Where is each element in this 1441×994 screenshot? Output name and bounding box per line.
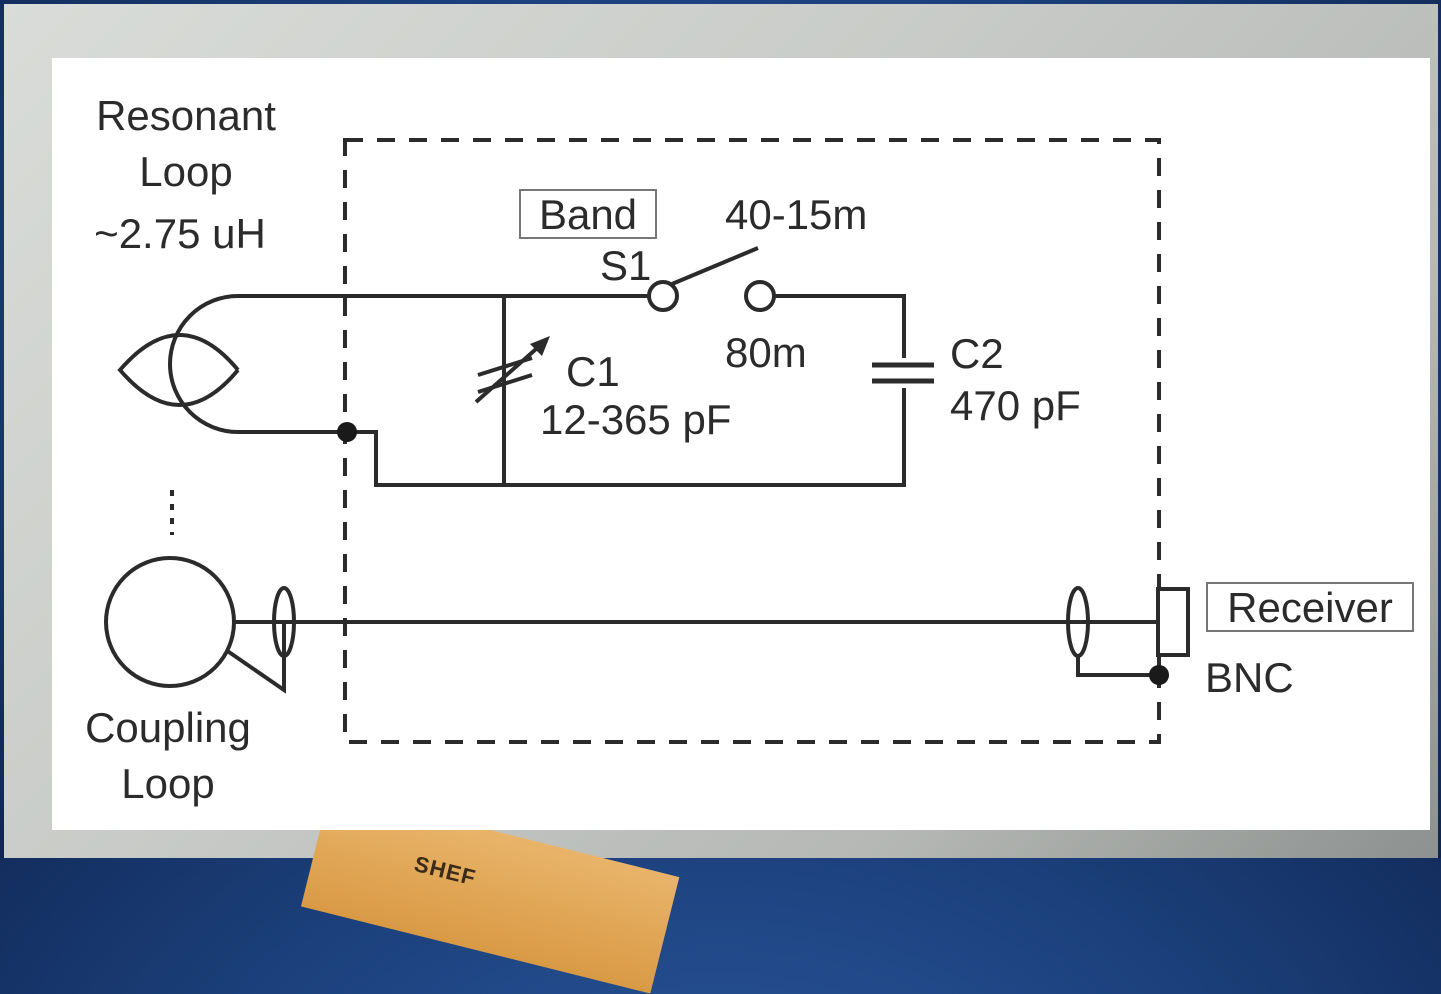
s1-contact-80m [744,280,776,312]
junction-dot-1 [337,422,357,442]
coax-shield-ground [1076,656,1159,677]
bnc-connector [1156,587,1190,657]
resonant-loop-coil [168,294,239,434]
s1-contact-common [647,280,679,312]
switch-position-high: 40-15m [725,191,867,238]
resonant-loop-inner [117,333,240,407]
c1-arrow-shaft [474,340,546,404]
c1-plate-2 [477,373,533,394]
s1-blade [671,246,759,286]
receiver-label-box [1206,582,1414,632]
c1-value: 12-365 pF [540,396,731,443]
band-label: Band [539,191,637,238]
coupling-loop-label-1: Coupling [85,704,251,751]
coupling-loop-label-2: Loop [121,760,214,807]
resonant-loop-label-2: Loop [139,148,232,195]
c2-name: C2 [950,330,1004,377]
circuit-diagram: Resonant Loop ~2.75 uH Band S1 40-15m 80… [85,92,1414,807]
receiver-label: Receiver [1227,584,1393,631]
c1-arrow-head [530,336,550,356]
c2-value: 470 pF [950,382,1081,429]
switch-position-low: 80m [725,329,807,376]
inductance-label: ~2.75 uH [94,210,266,257]
coupling-loop-lead [224,622,286,694]
coax-shield-left [272,586,296,658]
resonant-loop-label-1: Resonant [96,92,276,139]
bnc-label: BNC [1205,654,1294,701]
junction-dot-2 [1149,665,1169,685]
s1-label: S1 [600,242,651,289]
band-label-box [519,189,657,239]
diagram-panel [52,58,1430,830]
c1-name: C1 [566,348,620,395]
coupling-loop [104,556,236,688]
